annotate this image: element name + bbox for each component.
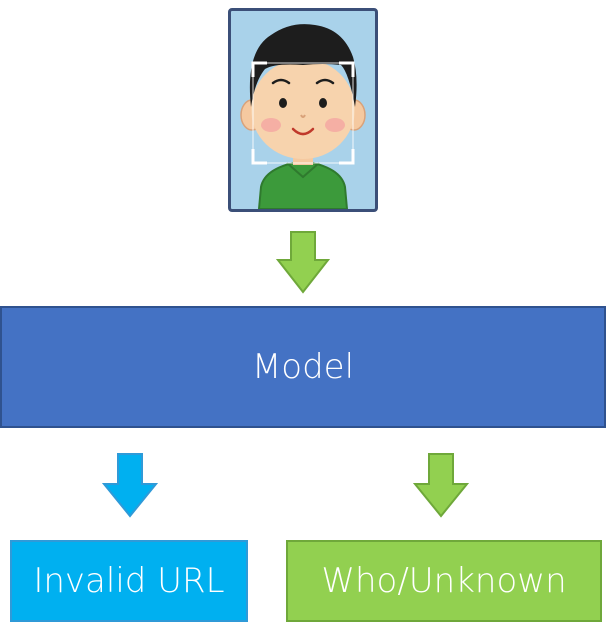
face-photo-icon: [240, 24, 366, 209]
arrow-down-icon: [413, 453, 469, 518]
invalid-url-box: Invalid URL: [10, 540, 248, 622]
model-label: Model: [251, 347, 355, 387]
who-unknown-box: Who/Unknown: [286, 540, 602, 622]
face-photo: [228, 8, 378, 212]
invalid-url-label: Invalid URL: [33, 561, 225, 601]
arrow-down-icon: [276, 231, 330, 294]
who-unknown-label: Who/Unknown: [321, 561, 567, 601]
arrow-down-icon: [102, 453, 158, 518]
model-box: Model: [0, 306, 606, 428]
